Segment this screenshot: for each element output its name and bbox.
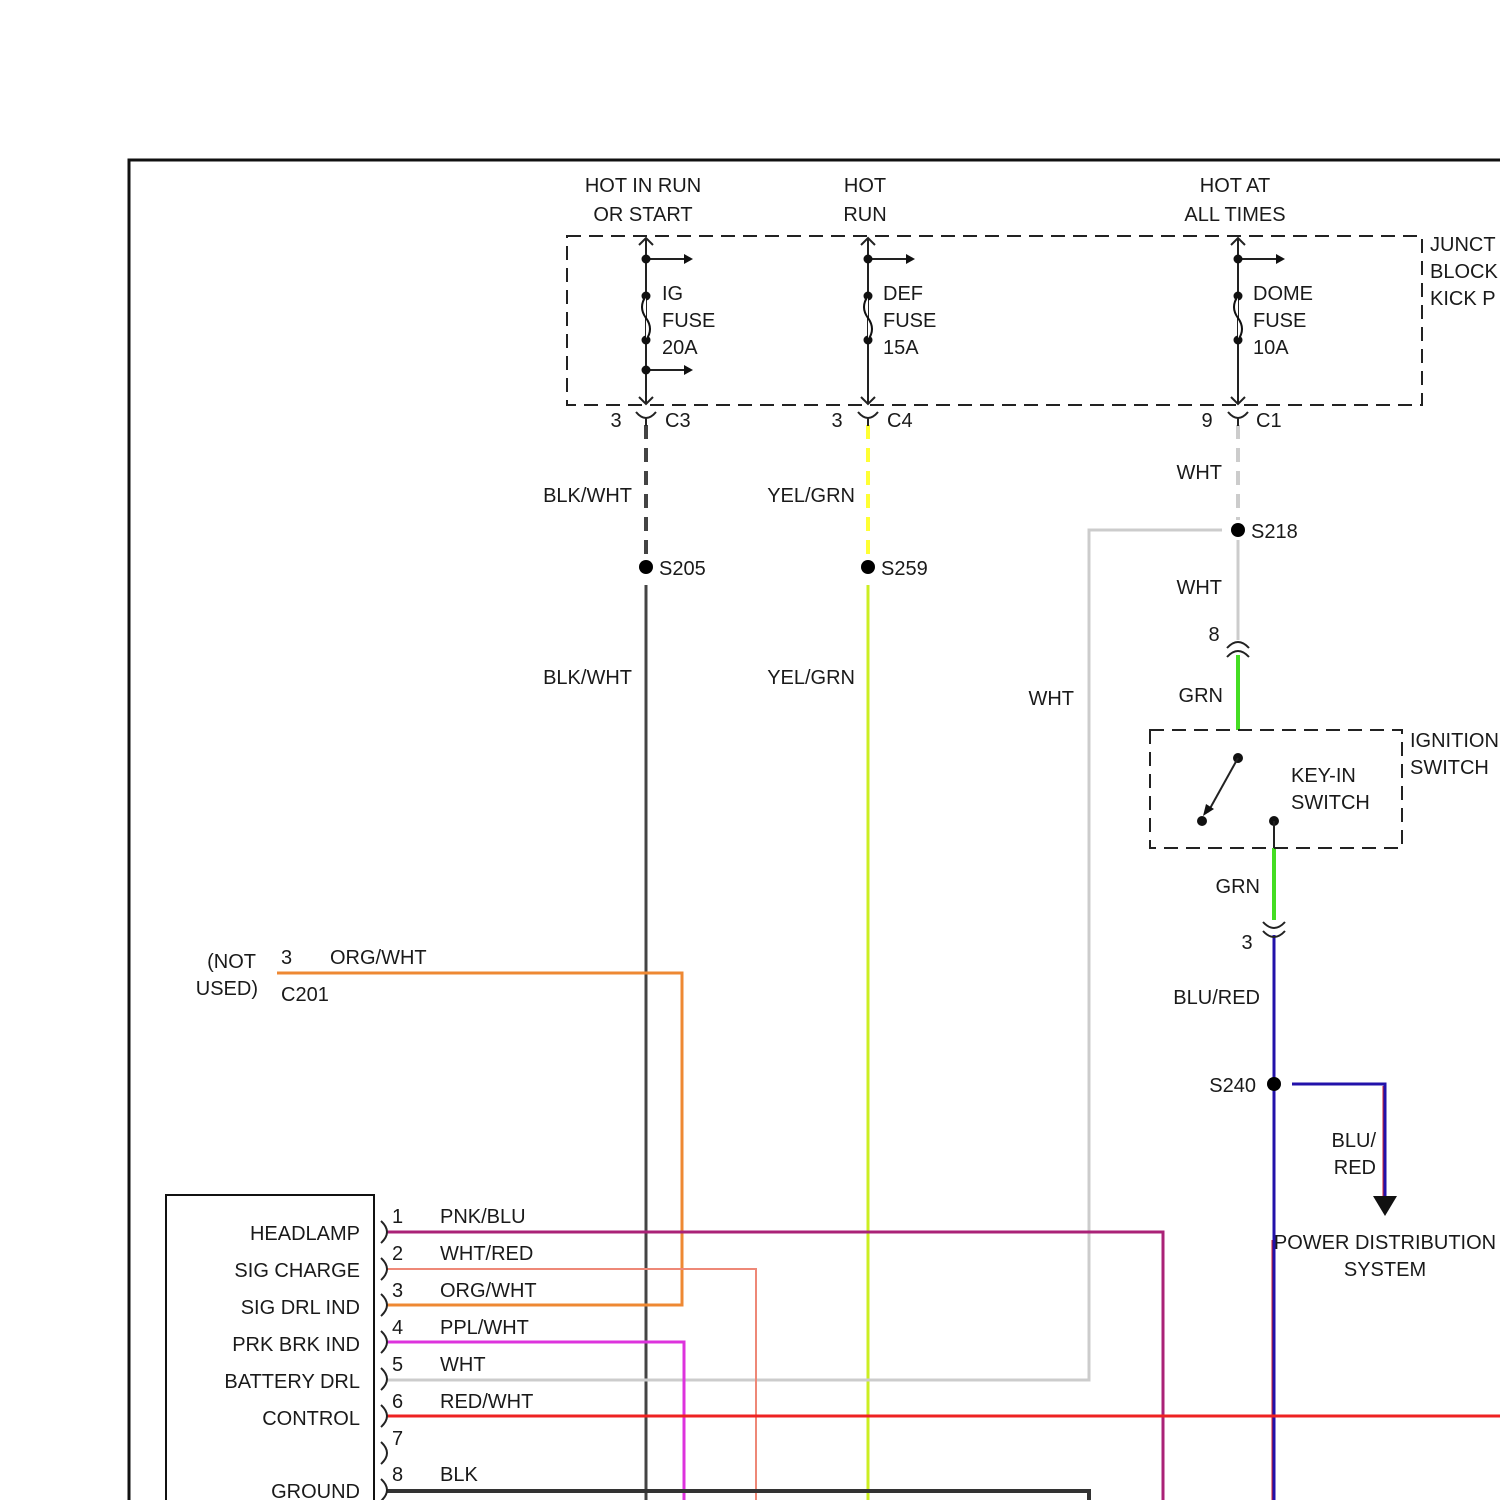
- pin-8-num: 8: [392, 1464, 403, 1486]
- ign-out-pin: 3: [1241, 932, 1252, 954]
- ignition-switch-title-2: SWITCH: [1410, 757, 1489, 779]
- ig-fuse-word: FUSE: [662, 310, 715, 332]
- wire-pnk-blu: [386, 1232, 1163, 1500]
- module-connector-symbols: [381, 1221, 387, 1500]
- pin-1-wire: PNK/BLU: [440, 1206, 526, 1228]
- c201-name: C201: [281, 984, 329, 1006]
- ignition-switch-title-1: IGNITION: [1410, 730, 1499, 752]
- pin-7-num: 7: [392, 1428, 403, 1450]
- splice-s259-label: S259: [881, 558, 928, 580]
- label-blu-red-split-1: BLU/: [1332, 1130, 1377, 1152]
- splice-s240-label: S240: [1209, 1075, 1256, 1097]
- c201-wire: ORG/WHT: [330, 947, 427, 969]
- junction-block-label-2: BLOCK: [1430, 261, 1498, 283]
- module-label-prk-brk-ind: PRK BRK IND: [232, 1334, 360, 1356]
- fuse-symbols: [639, 238, 1285, 404]
- pin-2-num: 2: [392, 1243, 403, 1265]
- key-in-switch-label-1: KEY-IN: [1291, 765, 1356, 787]
- module-label-sig-drl-ind: SIG DRL IND: [241, 1297, 360, 1319]
- dome-fuse-rating: 10A: [1253, 337, 1289, 359]
- ign-in-pin: 8: [1208, 624, 1219, 646]
- junction-block-label-3: KICK P: [1430, 288, 1496, 310]
- pin-2-wire: WHT/RED: [440, 1243, 533, 1265]
- wire-ppl-wht: [386, 1342, 684, 1500]
- label-blk-wht-upper: BLK/WHT: [543, 485, 632, 507]
- label-grn-lower: GRN: [1216, 876, 1260, 898]
- wire-blk: [386, 1491, 1089, 1500]
- dome-fuse-name: DOME: [1253, 283, 1313, 305]
- power-distribution-label-1: POWER DISTRIBUTION: [1274, 1232, 1496, 1254]
- pin-6-wire: RED/WHT: [440, 1391, 533, 1413]
- def-fuse-word: FUSE: [883, 310, 936, 332]
- pin-3-num: 3: [392, 1280, 403, 1302]
- module-label-headlamp: HEADLAMP: [250, 1223, 360, 1245]
- splice-s205-label: S205: [659, 558, 706, 580]
- connector-symbols: [636, 412, 1285, 937]
- splice-s218-dot: [1231, 523, 1245, 537]
- module-label-sig-charge: SIG CHARGE: [234, 1260, 360, 1282]
- pin-6-num: 6: [392, 1391, 403, 1413]
- c3-pin: 3: [610, 410, 621, 432]
- pin-8-wire: BLK: [440, 1464, 478, 1486]
- header-col3-line1: HOT AT: [1200, 175, 1270, 197]
- def-fuse-rating: 15A: [883, 337, 919, 359]
- pin-5-wire: WHT: [440, 1354, 486, 1376]
- header-col1-line1: HOT IN RUN: [585, 175, 701, 197]
- pin-4-wire: PPL/WHT: [440, 1317, 529, 1339]
- c201-pin: 3: [281, 947, 292, 969]
- splice-s205-dot: [639, 560, 653, 574]
- splice-s240-dot: [1267, 1077, 1281, 1091]
- junction-block-label-1: JUNCT: [1430, 234, 1496, 256]
- label-grn-upper: GRN: [1179, 685, 1223, 707]
- label-yel-grn-lower: YEL/GRN: [767, 667, 855, 689]
- header-col1-line2: OR START: [593, 204, 692, 226]
- key-in-switch-label-2: SWITCH: [1291, 792, 1370, 814]
- ignition-switch-outline: [1150, 730, 1402, 848]
- c1-pin: 9: [1201, 410, 1212, 432]
- def-fuse-name: DEF: [883, 283, 923, 305]
- label-yel-grn-upper: YEL/GRN: [767, 485, 855, 507]
- c201-not-used-1: (NOT: [207, 951, 256, 973]
- ig-fuse-rating: 20A: [662, 337, 698, 359]
- module-label-ground: GROUND: [271, 1481, 360, 1500]
- module-label-control: CONTROL: [262, 1408, 360, 1430]
- dome-fuse-word: FUSE: [1253, 310, 1306, 332]
- key-in-switch-symbol: [1197, 753, 1279, 848]
- pin-5-num: 5: [392, 1354, 403, 1376]
- power-distribution-label-2: SYSTEM: [1344, 1259, 1426, 1281]
- splice-s218-label: S218: [1251, 521, 1298, 543]
- ig-fuse-name: IG: [662, 283, 683, 305]
- splice-s259-dot: [861, 560, 875, 574]
- power-arrow-icon: [1373, 1196, 1397, 1216]
- header-col3-line2: ALL TIMES: [1184, 204, 1285, 226]
- label-wht-middle: WHT: [1176, 577, 1222, 599]
- label-wht-branch: WHT: [1028, 688, 1074, 710]
- pin-3-wire: ORG/WHT: [440, 1280, 537, 1302]
- c201-not-used-2: USED): [196, 978, 258, 1000]
- header-col2-line2: RUN: [843, 204, 886, 226]
- c4-pin: 3: [831, 410, 842, 432]
- header-col2-line1: HOT: [844, 175, 886, 197]
- c4-name: C4: [887, 410, 913, 432]
- label-blu-red-split-2: RED: [1334, 1157, 1376, 1179]
- pin-4-num: 4: [392, 1317, 403, 1339]
- c3-name: C3: [665, 410, 691, 432]
- c1-name: C1: [1256, 410, 1282, 432]
- label-blu-red: BLU/RED: [1173, 987, 1260, 1009]
- module-label-battery-drl: BATTERY DRL: [224, 1371, 360, 1393]
- label-wht-upper: WHT: [1176, 462, 1222, 484]
- label-blk-wht-lower: BLK/WHT: [543, 667, 632, 689]
- pin-1-num: 1: [392, 1206, 403, 1228]
